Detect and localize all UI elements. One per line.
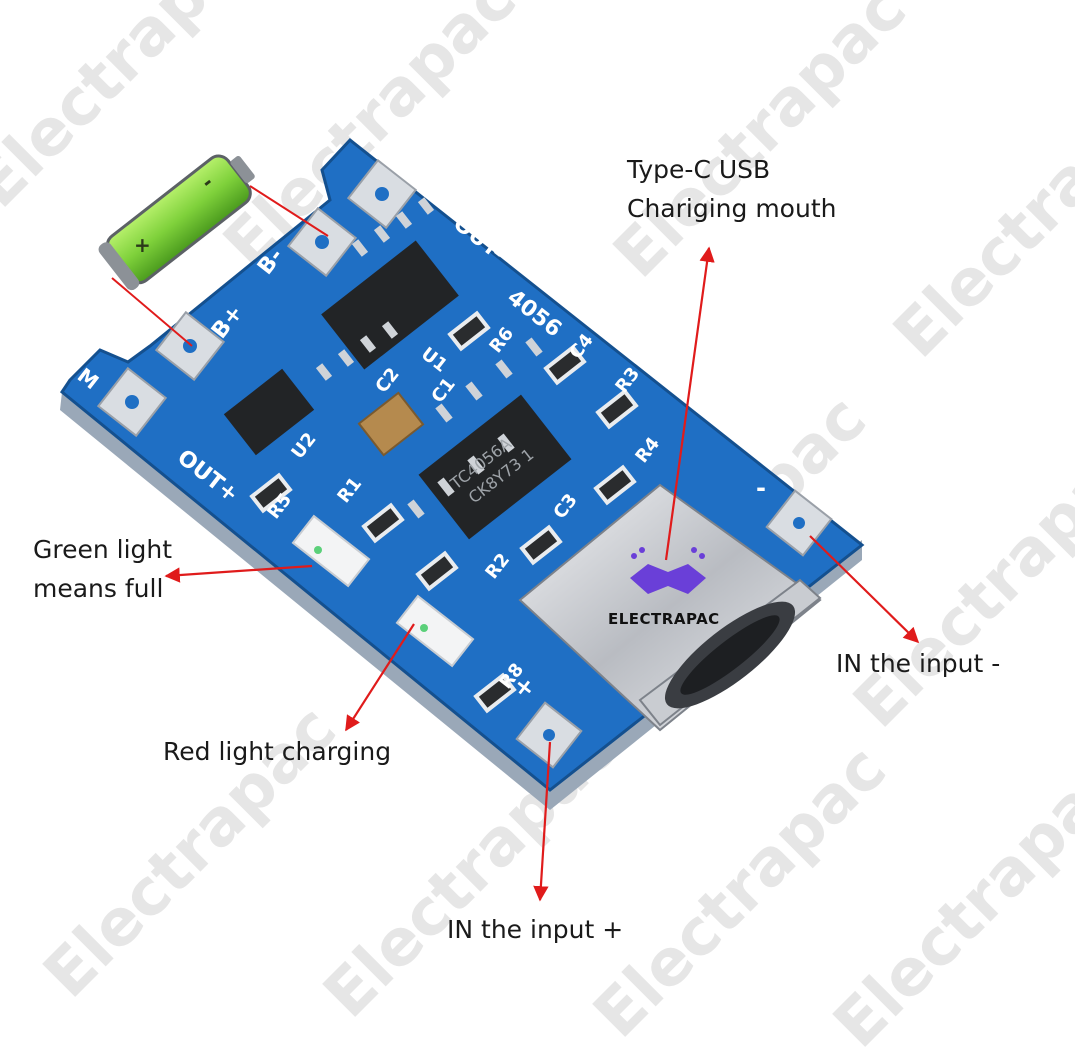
battery-icon <box>98 154 255 291</box>
arrow-in-minus <box>809 535 920 644</box>
usb-c-connector <box>518 483 822 732</box>
battery-lead-plus <box>111 277 193 347</box>
chip-u2 <box>223 368 315 456</box>
callout-type-c-line2: Chariging mouth <box>627 194 837 224</box>
capacitor-c1 <box>357 391 425 457</box>
arrow-green-light <box>164 564 313 583</box>
led-green <box>291 514 371 588</box>
arrow-type-c <box>664 246 715 561</box>
chip-tc4056a <box>418 394 572 540</box>
callout-green-line1: Green light <box>33 535 173 564</box>
brand-logo <box>630 547 706 594</box>
chip-u1 <box>321 240 459 370</box>
battery-plus-sign: + <box>134 233 151 257</box>
callout-type-c-line1: Type-C USB <box>627 155 771 184</box>
arrow-in-plus <box>533 741 552 902</box>
callout-type-c: Type-C USB Chariging mouth <box>627 154 836 225</box>
battery-lead-minus <box>249 185 329 237</box>
brand-name: ELECTRAPAC <box>608 610 720 628</box>
arrow-red-light <box>345 623 415 732</box>
callout-green-light: Green light means full <box>33 534 172 605</box>
callout-green-line2: means full <box>33 574 164 604</box>
led-red <box>395 594 475 668</box>
callout-in-plus: IN the input + <box>447 915 624 944</box>
callout-red-light: Red light charging <box>163 737 392 766</box>
callout-in-minus: IN the input - <box>836 649 1001 678</box>
silk-minus: - <box>756 474 766 502</box>
